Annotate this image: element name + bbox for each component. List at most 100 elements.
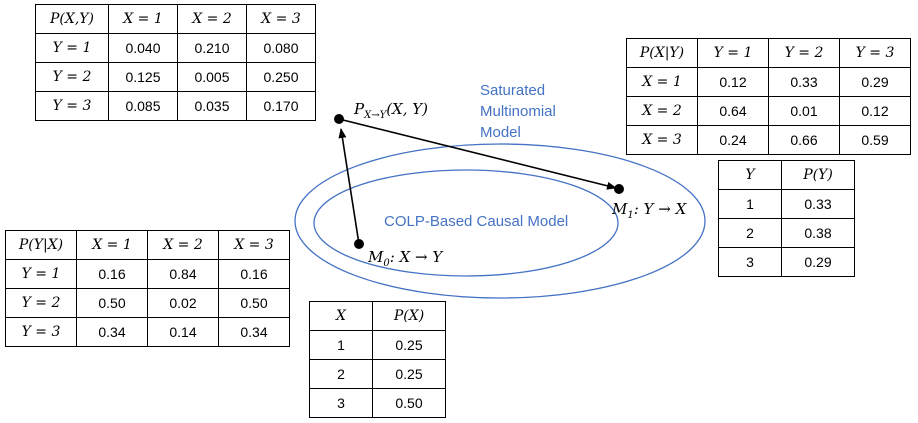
colp-model-ellipse xyxy=(313,169,619,277)
table-header-cell: X = 1 xyxy=(76,230,148,260)
table-cell: 0.085 xyxy=(108,91,178,121)
table-cell: 0.005 xyxy=(177,62,247,92)
table-cell: 0.34 xyxy=(218,317,290,347)
table-row: Y = 3 0.085 0.035 0.170 xyxy=(35,91,316,121)
table-header-cell: X = 3 xyxy=(218,230,290,260)
table-header-cell: Y = 3 xyxy=(839,38,911,68)
table-cell: 0.25 xyxy=(372,330,446,360)
table-cell: 0.24 xyxy=(697,125,769,155)
table-cell: 0.50 xyxy=(372,388,446,418)
m1-label: M1: Y → X xyxy=(612,200,686,221)
table-header-cell: Y xyxy=(718,160,782,190)
table-cell: 0.33 xyxy=(768,67,840,97)
table-header-cell: X = 2 xyxy=(177,4,247,34)
arrow-pjoint-to-m1 xyxy=(338,118,617,190)
m0-label-rest: : X → Y xyxy=(389,248,443,266)
table-cell: 0.170 xyxy=(246,91,316,121)
table-row: X = 3 0.24 0.66 0.59 xyxy=(626,125,911,155)
table-header-cell: P(X) xyxy=(372,301,446,331)
x-given-y-table: P(X|Y) Y = 1 Y = 2 Y = 3 X = 1 0.12 0.33… xyxy=(626,38,911,155)
table-row-header: X = 2 xyxy=(626,96,698,126)
table-header-row: X P(X) xyxy=(309,301,446,331)
table-cell: 0.50 xyxy=(218,288,290,318)
table-cell: 0.29 xyxy=(839,67,911,97)
table-row: Y = 1 0.040 0.210 0.080 xyxy=(35,33,316,63)
saturated-label-line: Model xyxy=(480,124,521,141)
table-cell: 0.250 xyxy=(246,62,316,92)
table-cell: 0.33 xyxy=(781,189,855,219)
saturated-label-line: Multinomial xyxy=(480,103,556,120)
m1-label-rest: : Y → X xyxy=(633,200,687,218)
table-cell: 0.16 xyxy=(76,259,148,289)
table-cell: 0.035 xyxy=(177,91,247,121)
table-row-header: Y = 3 xyxy=(35,91,109,121)
table-row: Y = 1 0.16 0.84 0.16 xyxy=(5,259,290,289)
table-header-cell: X = 1 xyxy=(108,4,178,34)
table-header-cell: P(X|Y) xyxy=(626,38,698,68)
m0-label-subscript: 0 xyxy=(383,258,390,269)
table-cell: 0.125 xyxy=(108,62,178,92)
saturated-model-label: Saturated Multinomial Model xyxy=(480,80,556,143)
table-row-header: Y = 1 xyxy=(35,33,109,63)
table-header-cell: Y = 1 xyxy=(697,38,769,68)
table-cell: 0.040 xyxy=(108,33,178,63)
table-header-cell: X xyxy=(309,301,373,331)
table-row: X = 2 0.64 0.01 0.12 xyxy=(626,96,911,126)
m0-label: M0: X → Y xyxy=(368,248,442,269)
table-cell: 0.16 xyxy=(218,259,290,289)
table-cell: 2 xyxy=(309,359,373,389)
pjoint-label: PX→Y(X, Y) xyxy=(354,100,428,121)
table-cell: 3 xyxy=(309,388,373,418)
table-cell: 0.50 xyxy=(76,288,148,318)
table-row-header: X = 3 xyxy=(626,125,698,155)
pjoint-label-args: (X, Y) xyxy=(386,100,429,118)
colp-model-label: COLP-Based Causal Model xyxy=(384,213,569,230)
table-header-cell: P(Y) xyxy=(781,160,855,190)
table-row-header: Y = 2 xyxy=(5,288,77,318)
table-cell: 0.59 xyxy=(839,125,911,155)
saturated-label-line: Saturated xyxy=(480,82,546,99)
table-header-row: Y P(Y) xyxy=(718,160,855,190)
m1-label-subscript: 1 xyxy=(627,210,634,221)
table-row: 3 0.29 xyxy=(718,247,855,277)
point-pjoint xyxy=(334,114,344,124)
table-cell: 0.38 xyxy=(781,218,855,248)
table-cell: 0.66 xyxy=(768,125,840,155)
table-cell: 2 xyxy=(718,218,782,248)
py-table: Y P(Y) 1 0.33 2 0.38 3 0.29 xyxy=(718,160,855,277)
table-row-header: X = 1 xyxy=(626,67,698,97)
px-table: X P(X) 1 0.25 2 0.25 3 0.50 xyxy=(309,301,446,418)
table-cell: 0.34 xyxy=(76,317,148,347)
joint-table: P(X,Y) X = 1 X = 2 X = 3 Y = 1 0.040 0.2… xyxy=(35,4,316,121)
pjoint-label-subscript: X→Y xyxy=(364,110,387,121)
table-header-cell: X = 3 xyxy=(246,4,316,34)
table-cell: 3 xyxy=(718,247,782,277)
table-cell: 0.25 xyxy=(372,359,446,389)
table-cell: 0.14 xyxy=(147,317,219,347)
table-header-cell: P(Y|X) xyxy=(5,230,77,260)
table-cell: 1 xyxy=(718,189,782,219)
table-cell: 0.29 xyxy=(781,247,855,277)
table-header-row: P(X|Y) Y = 1 Y = 2 Y = 3 xyxy=(626,38,911,68)
m0-label-symbol: M xyxy=(368,248,384,266)
table-cell: 0.64 xyxy=(697,96,769,126)
table-cell: 0.01 xyxy=(768,96,840,126)
saturated-model-ellipse xyxy=(294,143,706,299)
table-header-cell: Y = 2 xyxy=(768,38,840,68)
pjoint-label-symbol: P xyxy=(354,100,365,118)
point-m1 xyxy=(614,184,624,194)
table-row: 2 0.25 xyxy=(309,359,446,389)
arrow-m0-to-pjoint xyxy=(338,128,360,245)
table-cell: 0.02 xyxy=(147,288,219,318)
table-row-header: Y = 3 xyxy=(5,317,77,347)
table-row: Y = 3 0.34 0.14 0.34 xyxy=(5,317,290,347)
table-row: Y = 2 0.125 0.005 0.250 xyxy=(35,62,316,92)
table-row: 1 0.33 xyxy=(718,189,855,219)
table-cell: 0.12 xyxy=(697,67,769,97)
table-cell: 0.080 xyxy=(246,33,316,63)
table-row: 1 0.25 xyxy=(309,330,446,360)
table-row: Y = 2 0.50 0.02 0.50 xyxy=(5,288,290,318)
table-row-header: Y = 1 xyxy=(5,259,77,289)
m1-label-symbol: M xyxy=(612,200,628,218)
